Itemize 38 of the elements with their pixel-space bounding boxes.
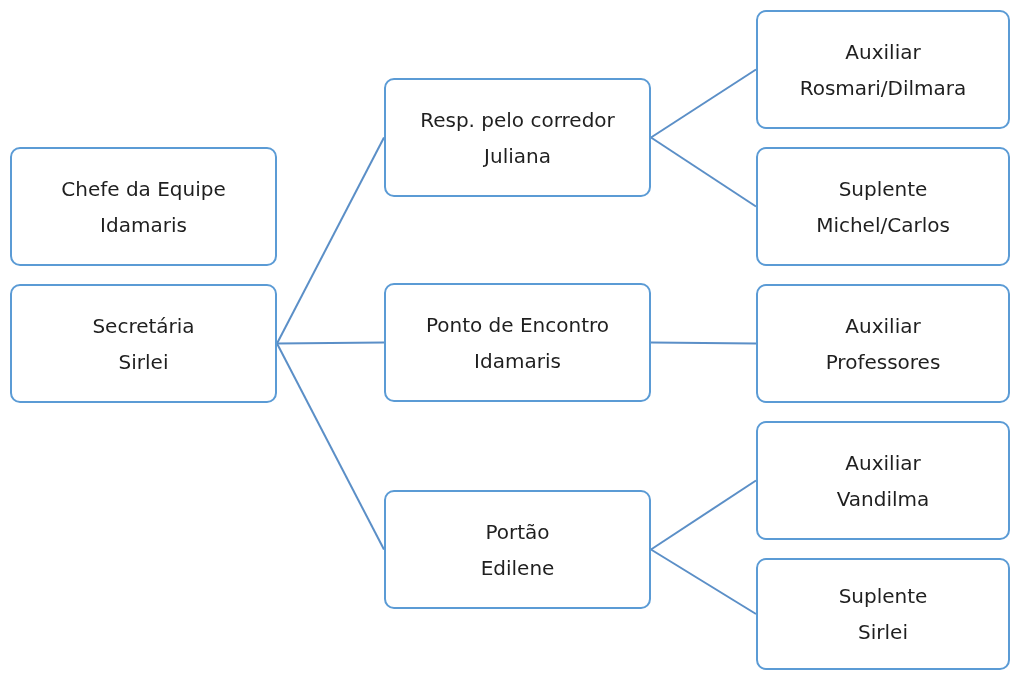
role-title: Auxiliar — [845, 450, 921, 475]
connector-line — [650, 548, 757, 615]
role-box — [384, 283, 651, 402]
role-box — [756, 284, 1010, 403]
role-title: Chefe da Equipe — [61, 176, 226, 201]
person-name: Edilene — [480, 555, 555, 580]
role-box — [10, 147, 277, 266]
person-name: Sirlei — [858, 620, 908, 644]
connector-line — [276, 341, 385, 345]
role-title: Suplente — [838, 584, 928, 608]
connector-line — [276, 136, 385, 345]
role-box — [384, 490, 651, 609]
role-box — [756, 558, 1010, 670]
role-title: Secretária — [92, 313, 195, 338]
person-name: Sirlei — [118, 349, 169, 374]
role-title: Resp. pelo corredor — [420, 107, 615, 132]
person-name: Rosmari/Dilmara — [799, 75, 967, 100]
role-title: Auxiliar — [845, 313, 921, 338]
person-name: Professores — [825, 349, 941, 374]
role-title: Portão — [485, 519, 550, 544]
role-box — [10, 284, 277, 403]
person-name: Idamaris — [100, 212, 187, 237]
role-box — [384, 78, 651, 197]
connector-line — [276, 342, 385, 551]
person-name: Juliana — [484, 143, 551, 168]
person-name: Michel/Carlos — [816, 212, 950, 237]
connector-line — [650, 136, 757, 208]
role-title: Ponto de Encontro — [425, 312, 610, 337]
role-box — [756, 10, 1010, 129]
person-name: Vandilma — [836, 486, 930, 511]
connector-line — [650, 68, 757, 139]
role-box — [756, 147, 1010, 266]
role-box — [756, 421, 1010, 540]
connector-line — [650, 341, 757, 345]
connector-line — [650, 479, 757, 551]
role-title: Suplente — [838, 176, 928, 201]
role-title: Auxiliar — [845, 39, 921, 64]
person-name: Idamaris — [474, 348, 561, 373]
